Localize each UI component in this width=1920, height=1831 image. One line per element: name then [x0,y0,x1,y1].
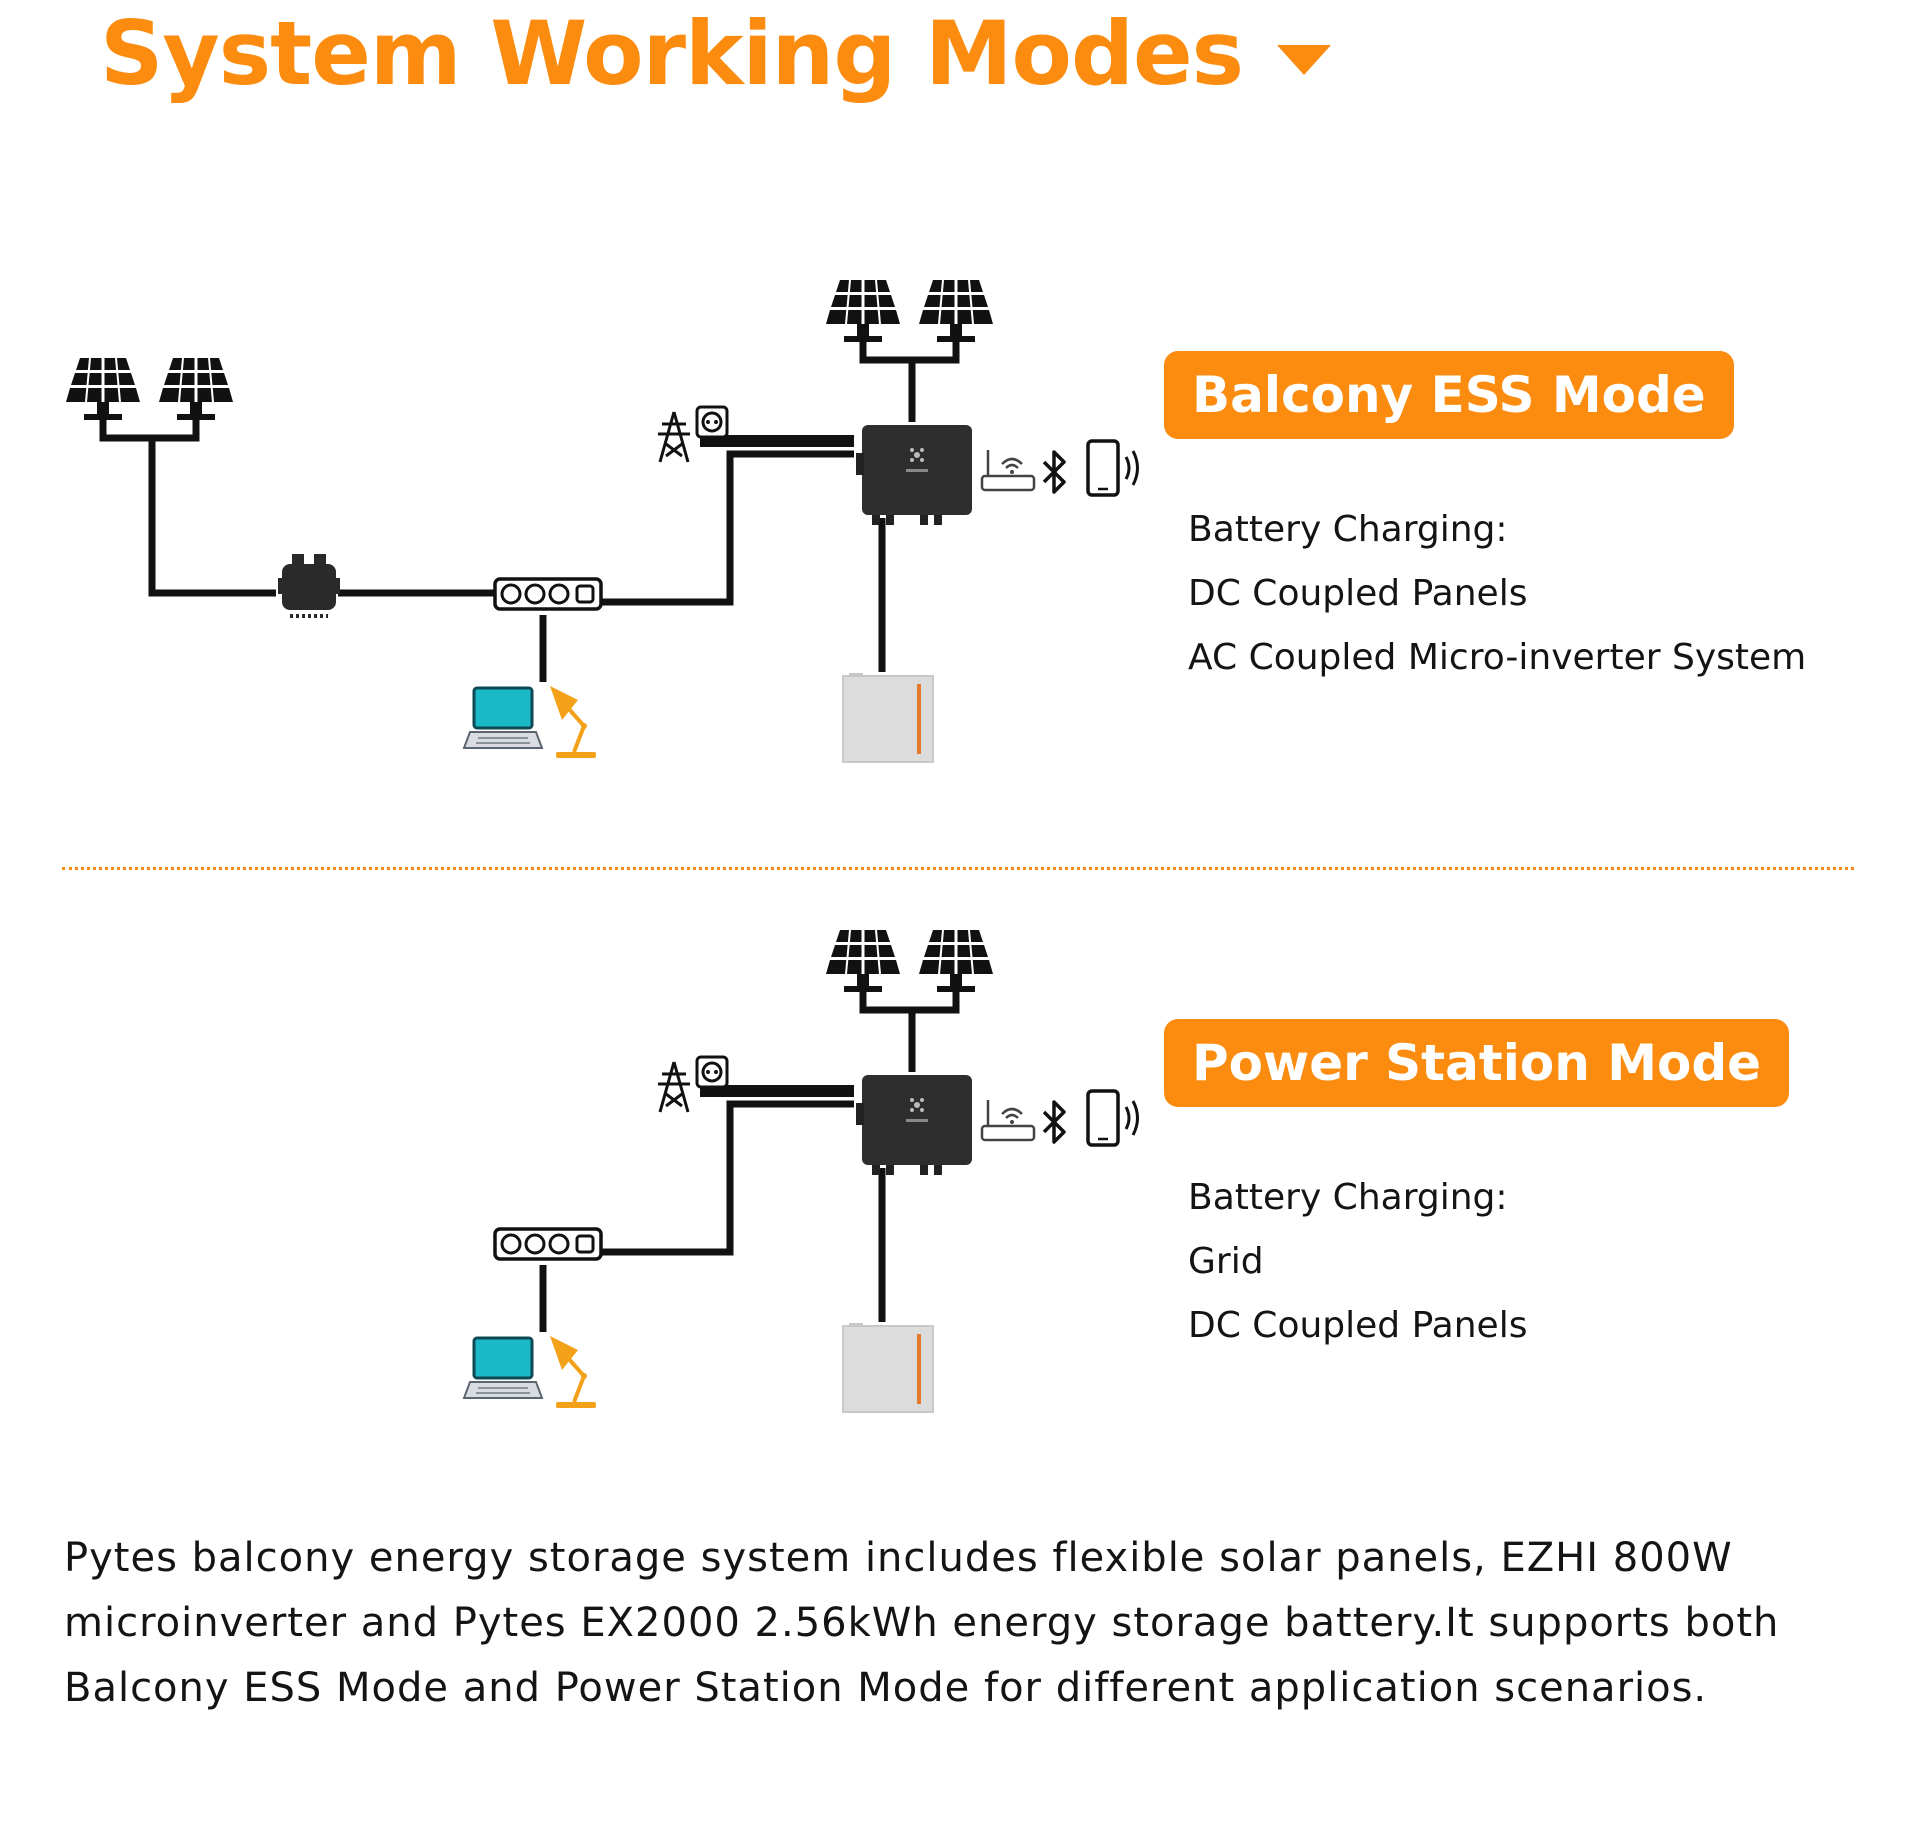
inverter-hub-icon [856,1075,972,1175]
desk-lamp-icon [548,684,598,760]
mode-detail-line: DC Coupled Panels [1188,573,1528,614]
bluetooth-icon [1042,450,1066,494]
solar-panel-icon [826,930,993,1010]
desk-lamp-icon [548,1334,598,1410]
solar-panel-icon [66,358,233,438]
laptop-icon [462,1336,544,1400]
mode-badge-power-station: Power Station Mode [1164,1019,1790,1107]
section-divider [62,867,1854,870]
pylon-icon [656,410,692,464]
solar-panel-icon [826,280,993,360]
battery-icon [842,1322,934,1413]
mode-details-power-station: Battery Charging: Grid DC Coupled Panels [1188,1166,1527,1358]
page-title: System Working Modes [100,2,1244,105]
mode-detail-line: Battery Charging: [1188,509,1508,550]
phone-icon [1086,1089,1140,1147]
pylon-icon [656,1060,692,1114]
mode-detail-line: Battery Charging: [1188,1177,1508,1218]
balcony-ess-diagram [0,240,1140,763]
laptop-icon [462,686,544,750]
mode-detail-line: AC Coupled Micro-inverter System [1188,637,1807,678]
wall-socket-icon [695,405,729,439]
power-strip-icon [493,1227,603,1261]
caret-down-icon[interactable] [1277,45,1331,75]
bluetooth-icon [1042,1100,1066,1144]
battery-icon [842,672,934,763]
microinverter-icon [276,552,342,618]
phone-icon [1086,439,1140,497]
power-station-diagram [462,890,1140,1413]
mode-detail-line: DC Coupled Panels [1188,1305,1528,1346]
power-strip-icon [493,577,603,611]
mode-detail-line: Grid [1188,1241,1264,1282]
mode-details-balcony-ess: Battery Charging: DC Coupled Panels AC C… [1188,498,1806,690]
router-icon [980,1098,1036,1142]
wall-socket-icon [695,1055,729,1089]
inverter-hub-icon [856,425,972,525]
mode-badge-balcony-ess: Balcony ESS Mode [1164,351,1734,439]
system-description: Pytes balcony energy storage system incl… [64,1535,1780,1711]
router-icon [980,448,1036,492]
